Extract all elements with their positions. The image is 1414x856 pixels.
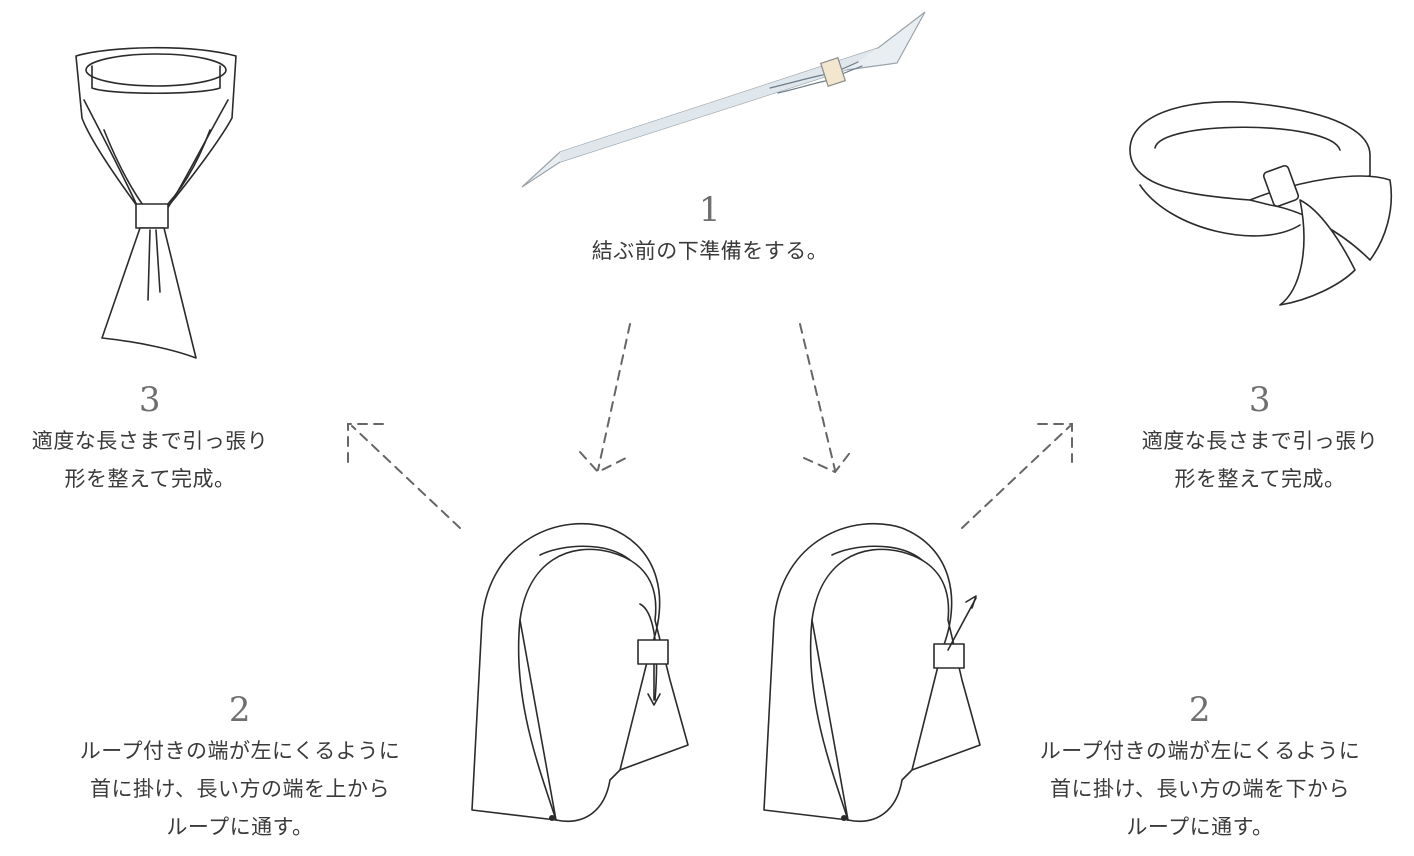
step-text-line: 形を整えて完成。 [64, 467, 236, 491]
step-number: 3 [1248, 380, 1272, 420]
arrow-step1-to-step2-right [799, 323, 836, 471]
step-text-line: ループに通す。 [1126, 815, 1274, 839]
step-text: 結ぶ前の下準備をする。 [591, 239, 829, 263]
step-number: 3 [138, 380, 162, 420]
neck-wrap-under-illustration [763, 522, 981, 822]
step-text-line: 適度な長さまで引っ張り [1141, 429, 1379, 453]
arrow-step2-left-to-step3-left [351, 425, 461, 529]
step-text-line: 首に掛け、長い方の端を上から [90, 777, 390, 801]
step-number: 1 [698, 190, 722, 230]
step-text-line: 適度な長さまで引っ張り [31, 429, 269, 453]
arrow-step1-to-step2-left [597, 323, 631, 471]
flow-arrows [347, 323, 1073, 529]
loop-icon [819, 57, 847, 87]
arrow-step2-right-to-step3-right [961, 425, 1071, 529]
step3-right-caption: 3 適度な長さまで引っ張り 形を整えて完成。 [1110, 380, 1410, 498]
step3-left-caption: 3 適度な長さまで引っ張り 形を整えて完成。 [0, 380, 300, 498]
flat-scarf-illustration [521, 11, 926, 188]
step-text-line: ループに通す。 [166, 815, 314, 839]
step-text-line: ループ付きの端が左にくるように [1039, 739, 1361, 763]
step1-caption: 1 結ぶ前の下準備をする。 [575, 190, 845, 270]
step-number: 2 [1188, 690, 1212, 730]
step-text-line: 形を整えて完成。 [1174, 467, 1346, 491]
finished-ascot-right-illustration [1129, 101, 1393, 306]
step-text-line: 首に掛け、長い方の端を下から [1050, 777, 1350, 801]
step2-right-caption: 2 ループ付きの端が左にくるように 首に掛け、長い方の端を下から ループに通す。 [990, 690, 1410, 846]
step2-left-caption: 2 ループ付きの端が左にくるように 首に掛け、長い方の端を上から ループに通す。 [30, 690, 450, 846]
finished-ascot-left-illustration [75, 46, 237, 359]
neck-wrap-over-illustration [471, 522, 689, 822]
step-number: 2 [228, 690, 252, 730]
step-text-line: ループ付きの端が左にくるように [79, 739, 401, 763]
